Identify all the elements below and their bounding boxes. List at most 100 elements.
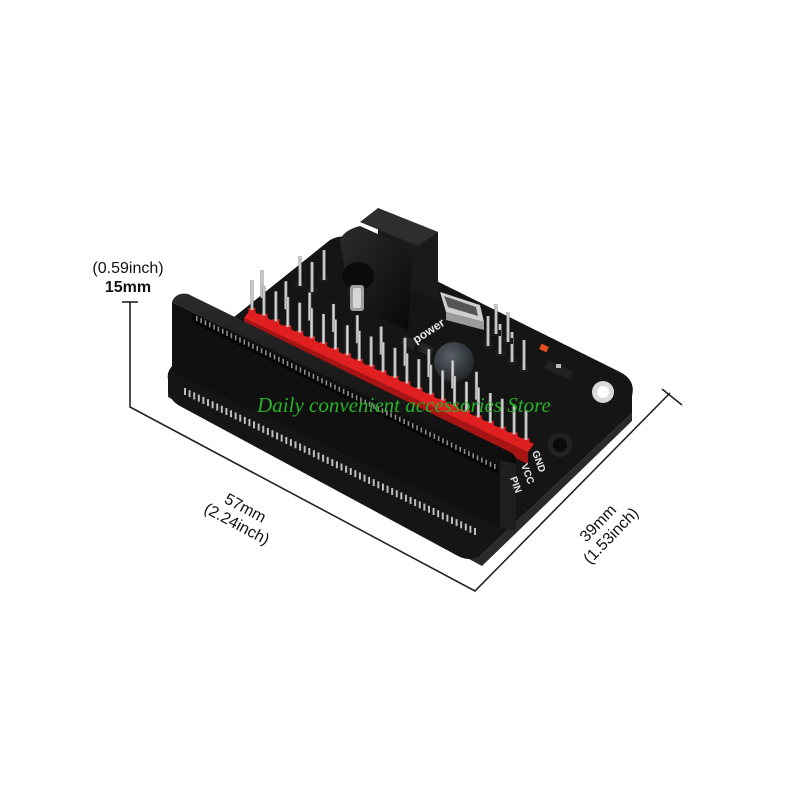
dimension-lines bbox=[122, 301, 683, 592]
slot-contact bbox=[196, 316, 198, 321]
slot-contact bbox=[494, 464, 496, 469]
slot-contact bbox=[455, 444, 457, 450]
edge-pin bbox=[469, 525, 472, 533]
pin bbox=[310, 262, 314, 292]
edge-pin bbox=[188, 390, 191, 398]
header-pin bbox=[500, 398, 504, 429]
edge-pin bbox=[377, 481, 380, 489]
slot-contact bbox=[429, 431, 431, 437]
edge-pin bbox=[289, 439, 292, 447]
slot-contact bbox=[204, 320, 207, 326]
edge-pin bbox=[211, 401, 214, 409]
label-pin: PIN bbox=[507, 475, 523, 494]
slot-contact bbox=[424, 429, 427, 435]
slot-contact bbox=[303, 369, 306, 375]
header-pin bbox=[357, 330, 361, 361]
slot-contact bbox=[243, 339, 246, 345]
header-pin bbox=[379, 326, 383, 355]
header-pin bbox=[260, 270, 264, 298]
edge-pin bbox=[317, 452, 320, 460]
header-pin bbox=[464, 381, 469, 412]
header-pin bbox=[429, 364, 433, 395]
header-pin-base bbox=[260, 313, 268, 324]
edge-pin bbox=[381, 483, 384, 491]
header-pin-base bbox=[272, 319, 280, 330]
slot-contact bbox=[252, 343, 254, 349]
mounting-hole-center bbox=[597, 386, 609, 398]
slot-contact bbox=[403, 418, 405, 424]
slot-contact bbox=[377, 406, 379, 412]
header-pin-base bbox=[451, 404, 459, 415]
edge-pin bbox=[262, 425, 265, 433]
header-pin bbox=[284, 281, 288, 310]
slot-contact bbox=[386, 410, 388, 416]
edge-pin bbox=[271, 430, 274, 438]
slot-contact bbox=[433, 433, 436, 439]
edge-pin bbox=[455, 519, 458, 527]
slot-contact bbox=[368, 401, 371, 407]
header-pin bbox=[393, 347, 397, 378]
slot-contact bbox=[442, 438, 444, 444]
edge-pin bbox=[460, 521, 463, 529]
slot-contact bbox=[351, 393, 354, 399]
edge-pin bbox=[216, 403, 219, 411]
header-pin bbox=[355, 315, 359, 344]
edge-pin bbox=[354, 470, 357, 478]
header-pin bbox=[262, 285, 266, 316]
slot-contact bbox=[338, 386, 341, 392]
pin bbox=[498, 324, 502, 354]
edge-pin bbox=[285, 436, 288, 444]
header-pin bbox=[512, 404, 516, 435]
header-pin bbox=[369, 336, 373, 367]
edge-pin bbox=[395, 490, 398, 498]
slot-contact bbox=[312, 373, 315, 379]
slot-contact bbox=[247, 341, 250, 347]
edge-pin bbox=[386, 485, 389, 493]
header-pin bbox=[476, 387, 480, 418]
edge-pin bbox=[225, 408, 228, 415]
slot-contact bbox=[437, 436, 440, 442]
header-pin-base bbox=[248, 308, 256, 318]
edge-pin bbox=[303, 445, 306, 453]
edge-pin bbox=[432, 508, 435, 515]
edge-pin bbox=[207, 399, 210, 407]
slot-contacts bbox=[196, 316, 496, 469]
edge-pin bbox=[266, 428, 269, 435]
header-pin-base bbox=[510, 432, 518, 443]
header-pin bbox=[417, 359, 421, 390]
slot-contact bbox=[476, 455, 479, 461]
edge-pin bbox=[248, 419, 251, 427]
slot-contact bbox=[390, 412, 392, 418]
header-pin bbox=[298, 302, 302, 333]
edge-pin bbox=[193, 392, 196, 400]
extra-header-pins bbox=[295, 250, 529, 372]
edge-pin bbox=[230, 410, 233, 418]
header-pin bbox=[331, 303, 336, 332]
slot-contact bbox=[213, 324, 215, 330]
slot-contact bbox=[355, 395, 358, 401]
header-pin-base bbox=[319, 341, 327, 352]
header-pin-base bbox=[415, 387, 423, 398]
edge-pin bbox=[202, 396, 205, 404]
slot-contact bbox=[446, 440, 449, 446]
header-pin bbox=[345, 325, 349, 356]
slot-contact bbox=[373, 403, 375, 409]
slot-contact bbox=[329, 382, 332, 388]
header-pin bbox=[441, 370, 445, 401]
store-watermark: Daily convenient accessories Store bbox=[256, 393, 551, 417]
slot-contact bbox=[468, 451, 470, 457]
header-pin-base bbox=[308, 336, 316, 347]
edge-pin bbox=[427, 505, 430, 513]
edge-pin bbox=[446, 514, 449, 522]
slot-contact bbox=[394, 414, 397, 420]
edge-pin bbox=[280, 434, 283, 442]
header-pin bbox=[488, 393, 492, 424]
header-pin-base bbox=[427, 392, 435, 403]
slot-contact bbox=[360, 397, 362, 403]
edge-pin bbox=[239, 414, 242, 422]
slot-contact bbox=[398, 416, 401, 422]
slot-contact bbox=[407, 421, 410, 427]
header-pin-base bbox=[379, 370, 387, 381]
slot-contact bbox=[256, 346, 259, 352]
